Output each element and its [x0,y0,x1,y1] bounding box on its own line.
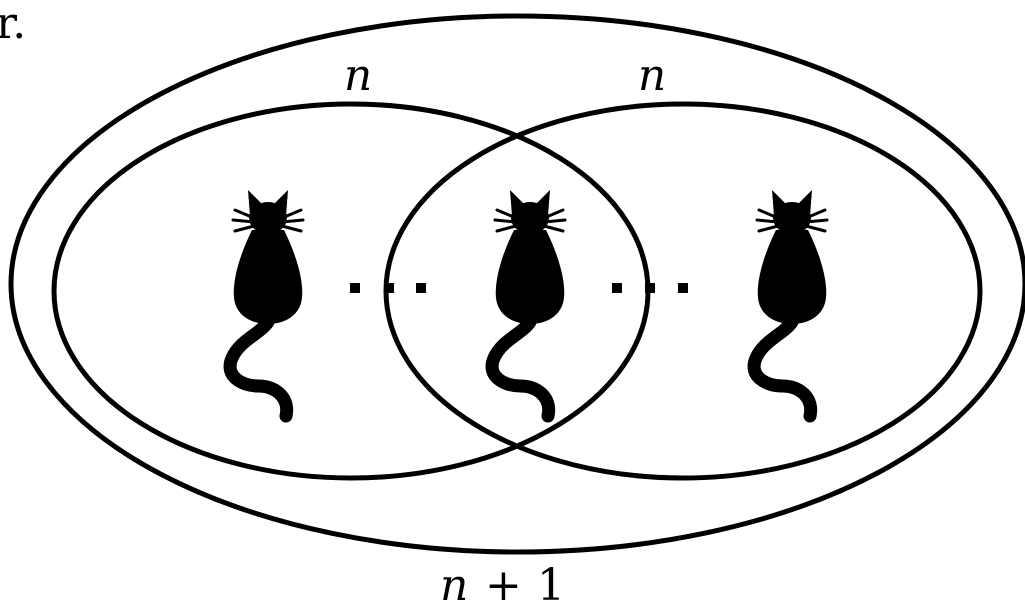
cat-icon [754,190,827,416]
left-set-label: n [344,50,372,101]
ellipsis-dot [612,283,622,293]
corner-text-fragment: r. [0,0,26,49]
ellipsis-dot [384,283,394,293]
whole-set-label-plus: + [485,560,522,607]
whole-set-label-n: n [440,560,468,607]
cat-icon [492,190,565,416]
ellipsis-dot [416,283,426,293]
ellipsis-dot [645,283,655,293]
whole-set-label: n + 1 [440,560,565,607]
right-set-label: n [638,50,666,101]
ellipsis-dots [350,283,688,293]
ellipsis-dot [350,283,360,293]
cat-icon [230,190,303,416]
cats [230,190,827,416]
ellipsis-dot [678,283,688,293]
outer-set-ellipse [8,13,1025,555]
whole-set-label-one: 1 [537,560,565,607]
